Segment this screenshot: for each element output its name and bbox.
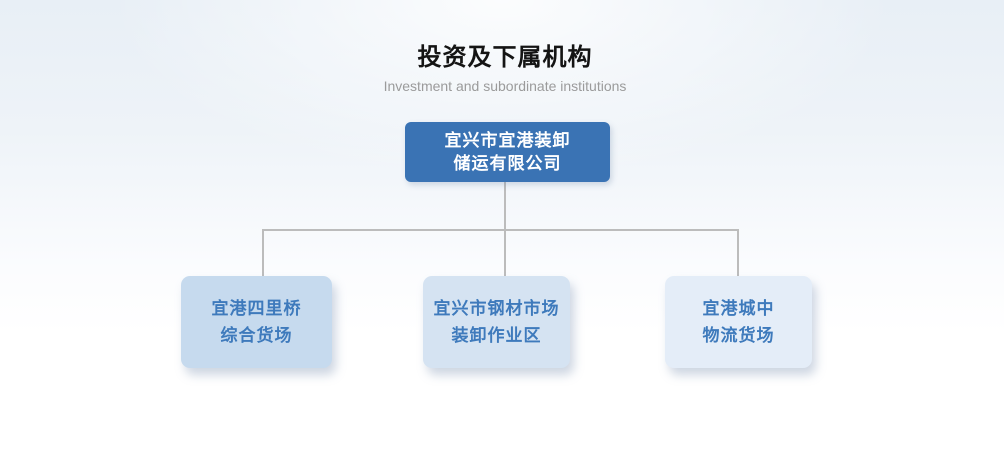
- connector-drop-left: [262, 229, 264, 276]
- connector-drop-center: [504, 229, 506, 276]
- org-root-label-line2: 储运有限公司: [453, 154, 562, 173]
- page-header: 投资及下属机构 Investment and subordinate insti…: [0, 44, 1004, 94]
- connector-drop-right: [737, 229, 739, 276]
- org-child-3-label-line2: 物流货场: [702, 326, 775, 345]
- page-title: 投资及下属机构: [417, 44, 593, 71]
- org-child-box-1: 宜港四里桥 综合货场: [181, 276, 332, 368]
- org-root-label-line1: 宜兴市宜港装卸: [444, 131, 571, 150]
- org-child-3-label-line1: 宜港城中: [702, 299, 775, 318]
- org-root-box: 宜兴市宜港装卸 储运有限公司: [405, 122, 610, 182]
- org-child-box-3: 宜港城中 物流货场: [665, 276, 812, 368]
- connector-horizontal-rail: [262, 229, 739, 231]
- org-child-2-label-line2: 装卸作业区: [451, 326, 542, 345]
- org-child-1-label-line2: 综合货场: [220, 326, 293, 345]
- org-child-1-label-line1: 宜港四里桥: [211, 299, 302, 318]
- org-child-box-2: 宜兴市钢材市场 装卸作业区: [423, 276, 570, 368]
- page-subtitle: Investment and subordinate institutions: [383, 78, 627, 94]
- connector-root-drop: [504, 181, 506, 230]
- org-child-2-label-line1: 宜兴市钢材市场: [433, 299, 560, 318]
